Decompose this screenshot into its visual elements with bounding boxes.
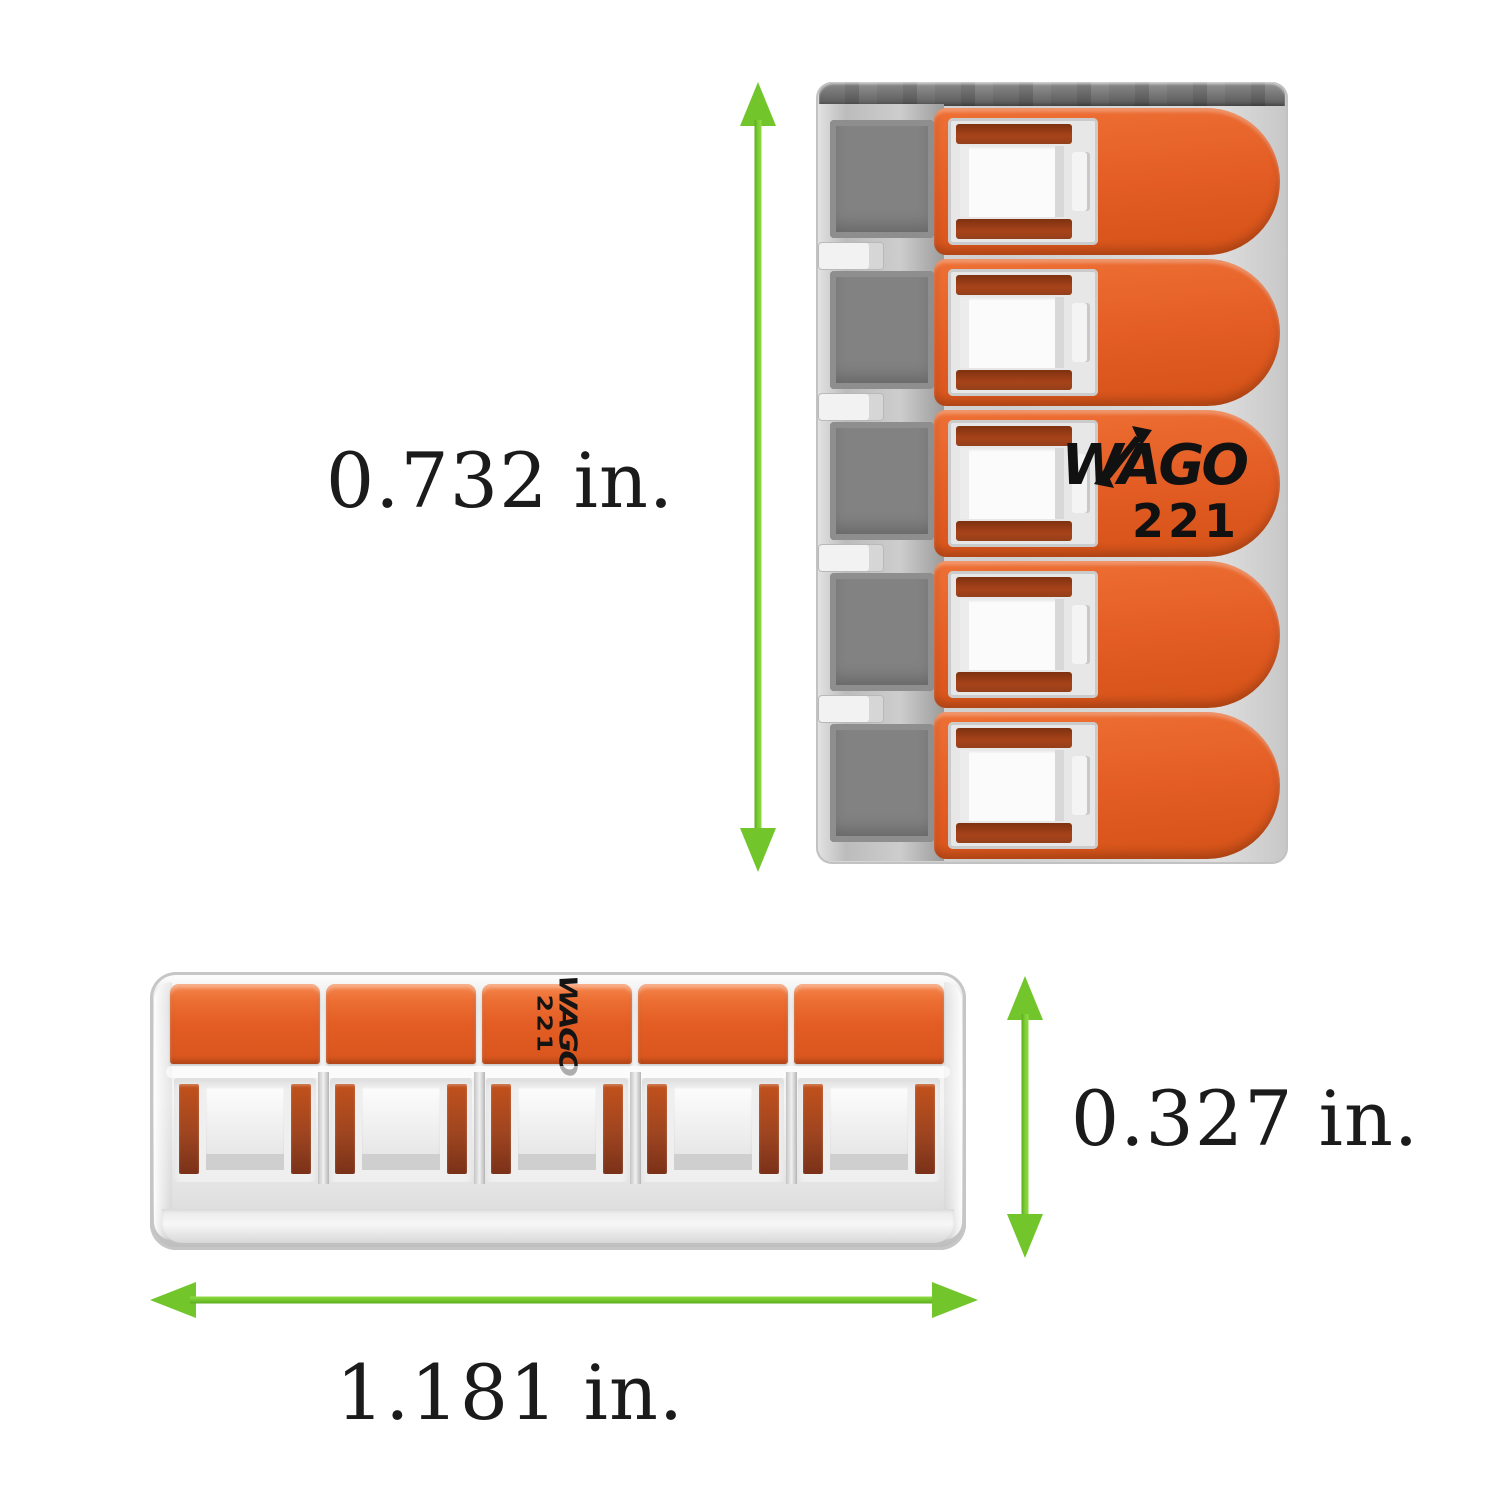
connector-side-view: WAGO 221 — [150, 972, 966, 1250]
clamp-spring — [956, 728, 1072, 748]
clamp-spring — [759, 1084, 779, 1174]
test-slot — [818, 695, 884, 723]
housing-ledge — [166, 1066, 950, 1078]
lever-2 — [934, 259, 1280, 406]
lever-2 — [326, 984, 476, 1064]
clamp-cage — [960, 448, 1064, 519]
clamp-cage — [960, 146, 1064, 217]
width-dimension-label: 1.181 in. — [335, 1348, 685, 1437]
test-slot — [818, 393, 884, 421]
clamp-spring — [956, 124, 1072, 144]
down-arrowhead-icon — [740, 828, 776, 872]
lever-4 — [638, 984, 788, 1064]
down-arrowhead-icon — [1007, 1214, 1043, 1258]
cell-divider — [630, 1072, 641, 1184]
clamp-cell — [642, 1078, 784, 1182]
depth-dimension-label: 0.327 in. — [1070, 1074, 1420, 1163]
wago-logo: WAGO 221 — [1034, 426, 1249, 548]
wago-logo: WAGO 221 — [482, 974, 632, 1074]
wire-entry-side — [818, 104, 944, 861]
clamp-cell — [330, 1078, 472, 1182]
clamp-spring — [647, 1084, 667, 1174]
clamp-spring — [915, 1084, 935, 1174]
clamp-window — [948, 269, 1098, 396]
arrow-shaft — [1021, 1014, 1029, 1220]
clamp-window — [948, 571, 1098, 698]
brand-text: WAGO — [553, 974, 583, 1074]
model-text: 221 — [1131, 494, 1240, 548]
width-dimension-arrow-icon — [150, 1282, 978, 1318]
clamp-spring — [803, 1084, 823, 1174]
clamp-spring — [179, 1084, 199, 1174]
up-arrowhead-icon — [1007, 976, 1043, 1020]
clamp-tab — [1072, 756, 1090, 815]
clamp-tab — [1072, 303, 1090, 362]
right-arrowhead-icon — [932, 1282, 978, 1318]
clamp-cage — [960, 750, 1064, 821]
brand-text: WAGO — [1061, 433, 1249, 498]
clamp-window — [948, 118, 1098, 245]
test-slot — [818, 544, 884, 572]
clamp-spring — [291, 1084, 311, 1174]
clamp-spring — [956, 577, 1072, 597]
up-arrowhead-icon — [740, 82, 776, 126]
clamp-cage — [362, 1086, 440, 1170]
depth-dimension-arrow-icon — [1007, 976, 1043, 1258]
clamp-cage — [960, 599, 1064, 670]
clamp-cage — [830, 1086, 908, 1170]
clamp-spring — [956, 219, 1072, 239]
cell-divider — [474, 1072, 485, 1184]
clamp-cell — [798, 1078, 940, 1182]
clamp-cage — [960, 297, 1064, 368]
lever-5 — [934, 712, 1280, 859]
wire-entry-port — [830, 422, 934, 540]
clamp-window — [948, 722, 1098, 849]
left-arrowhead-icon — [150, 1282, 196, 1318]
clamp-cage — [518, 1086, 596, 1170]
clamp-tab — [1072, 605, 1090, 664]
lever-3: WAGO 221 — [934, 410, 1280, 557]
clamp-tab — [1072, 152, 1090, 211]
clamp-spring — [447, 1084, 467, 1174]
height-dimension-label: 0.732 in. — [325, 436, 675, 525]
arrow-shaft — [190, 1296, 938, 1304]
clamp-cell — [486, 1078, 628, 1182]
test-slot — [818, 242, 884, 270]
wire-entry-port — [830, 271, 934, 389]
clamp-spring — [956, 823, 1072, 843]
lever-4 — [934, 561, 1280, 708]
housing-end-wall — [154, 982, 172, 1240]
cell-divider — [318, 1072, 329, 1184]
model-text: 221 — [532, 994, 557, 1054]
housing-top-edge — [819, 82, 1285, 106]
clamp-spring — [956, 672, 1072, 692]
clamp-cage — [674, 1086, 752, 1170]
clamp-spring — [956, 275, 1072, 295]
height-dimension-arrow-icon — [740, 82, 776, 872]
clamp-tab — [1072, 454, 1090, 513]
wire-entry-port — [830, 120, 934, 238]
clamp-cell — [174, 1078, 316, 1182]
connector-top-view: WAGO 221 — [816, 82, 1288, 864]
clamp-spring — [956, 426, 1072, 446]
lever-1 — [934, 108, 1280, 255]
wago-logo-arrow-icon — [1094, 426, 1152, 488]
clamp-spring — [335, 1084, 355, 1174]
clamp-spring — [491, 1084, 511, 1174]
clamp-spring — [956, 370, 1072, 390]
clamp-cage — [206, 1086, 284, 1170]
clamp-window — [948, 420, 1098, 547]
wire-entry-port — [830, 724, 934, 842]
lever-1 — [170, 984, 320, 1064]
lever-3: WAGO 221 — [482, 974, 632, 1074]
arrow-shaft — [754, 120, 762, 834]
clamp-spring — [956, 521, 1072, 541]
lever-5 — [794, 984, 944, 1064]
cell-divider — [786, 1072, 797, 1184]
housing-end-wall — [944, 982, 962, 1240]
wire-entry-port — [830, 573, 934, 691]
wago-logo-text: WAGO 221 — [532, 974, 583, 1074]
clamp-spring — [603, 1084, 623, 1174]
housing-bottom — [162, 1209, 954, 1243]
